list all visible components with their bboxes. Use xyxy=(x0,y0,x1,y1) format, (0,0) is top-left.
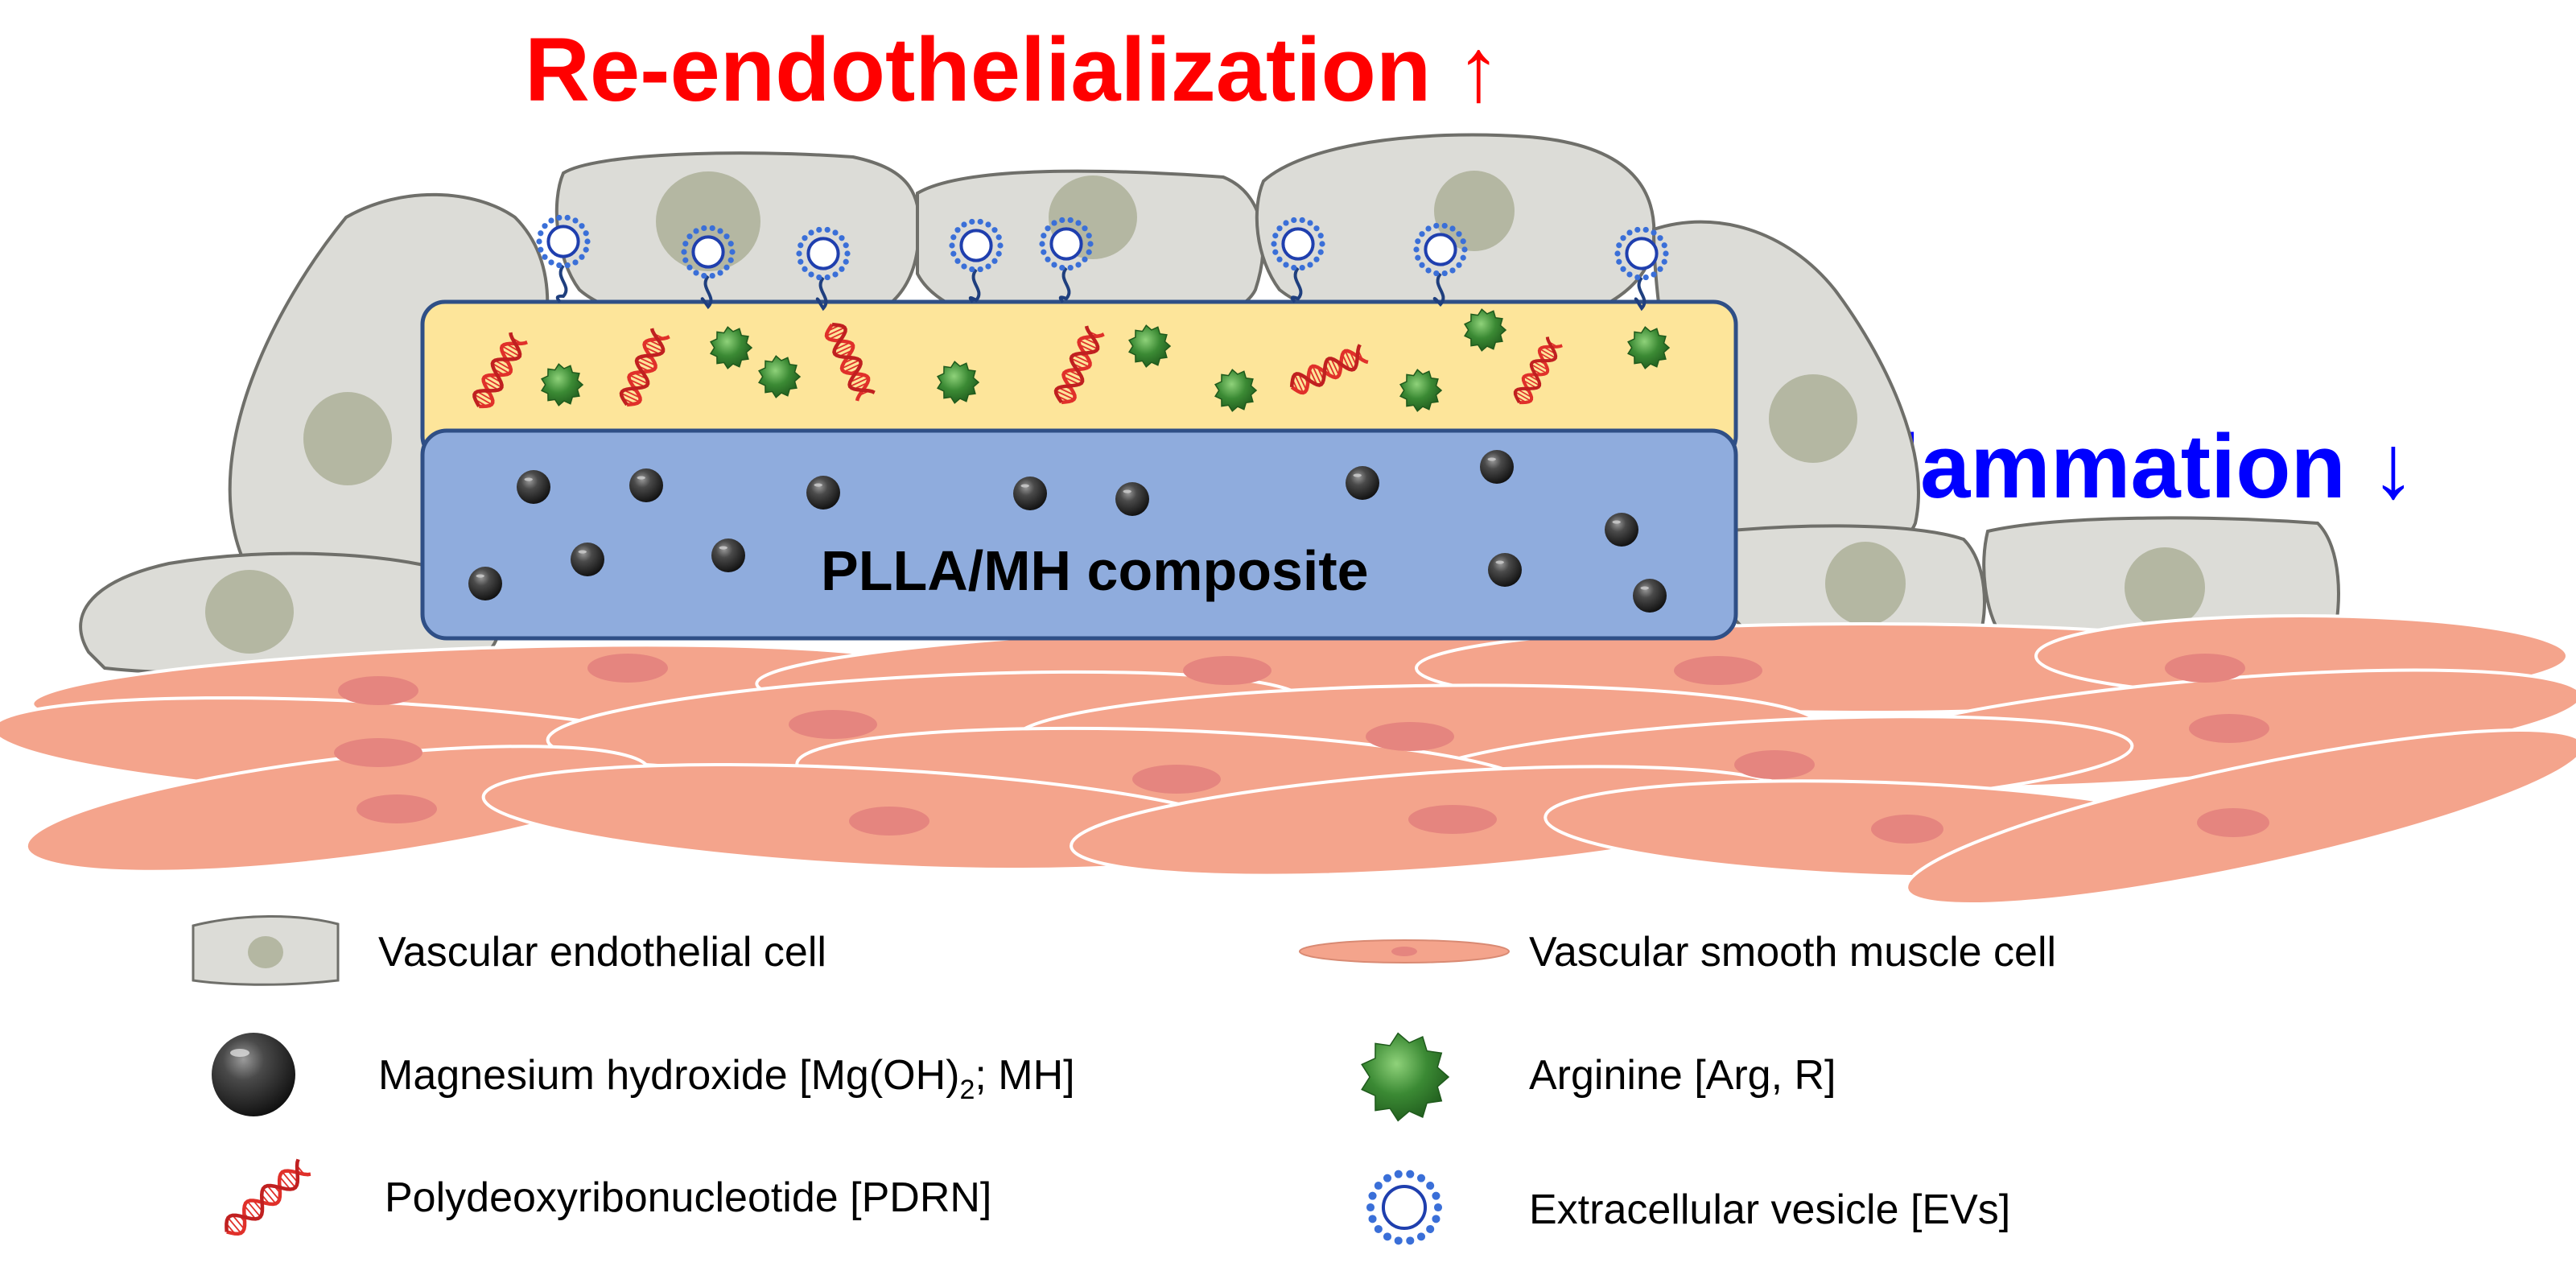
pdrn-helix xyxy=(472,332,528,409)
endothelial-nucleus xyxy=(1825,542,1906,625)
legend-smooth-muscle-label: Vascular smooth muscle cell xyxy=(1529,929,2056,976)
smooth-muscle-nuclei xyxy=(334,654,2269,844)
mh-particle xyxy=(711,538,745,572)
endothelial-nucleus xyxy=(303,392,392,485)
arginine-particle xyxy=(1361,1032,1450,1122)
mh-particle xyxy=(1346,466,1379,500)
pdrn-helix xyxy=(824,322,876,402)
legend-pdrn-label: Polydeoxyribonucleotide [PDRN] xyxy=(385,1174,991,1221)
arginine-particle xyxy=(1627,326,1671,369)
extracellular-vesicle xyxy=(1614,226,1669,312)
pdrn-helix xyxy=(619,328,670,407)
mh-particle xyxy=(1633,579,1667,613)
legend-smooth-muscle-icon xyxy=(1299,939,1510,963)
pdrn-helices xyxy=(472,322,1563,409)
smooth-muscle-nucleus xyxy=(587,654,668,683)
arginine-particle xyxy=(1128,324,1172,368)
legend-endothelial-icon xyxy=(192,915,340,986)
mh-particle xyxy=(1013,477,1047,510)
arginine-particle xyxy=(1214,369,1258,412)
endothelial-nucleus xyxy=(1769,374,1857,463)
mh-particle xyxy=(1480,450,1514,484)
endothelial-nucleus xyxy=(656,171,760,271)
endothelial-nucleus xyxy=(205,570,294,654)
re-endothelialization-headline: Re-endothelialization ↑ xyxy=(525,19,1501,120)
extracellular-vesicle xyxy=(949,218,1004,303)
extracellular-vesicle xyxy=(536,214,591,303)
arginine-particle xyxy=(937,361,980,404)
legend-endothelial-label: Vascular endothelial cell xyxy=(378,929,826,976)
smooth-muscle-nucleus xyxy=(1366,722,1454,751)
legend-mh-label: Magnesium hydroxide [Mg(OH)2; MH] xyxy=(378,1052,1075,1105)
mh-particle xyxy=(517,470,550,504)
pdrn-helix xyxy=(1053,325,1105,405)
smooth-muscle-nucleus xyxy=(2165,654,2245,683)
legend-mh-suffix: ; MH] xyxy=(975,1052,1074,1099)
extracellular-vesicle xyxy=(1413,222,1468,307)
plla-mh-composite-layer xyxy=(420,428,1738,641)
mh-particle xyxy=(1605,513,1638,547)
extracellular-vesicle xyxy=(681,225,736,310)
mh-particle xyxy=(468,567,502,600)
arginine-particle xyxy=(710,326,753,369)
legend-arginine-label: Arginine [Arg, R] xyxy=(1529,1052,1836,1099)
smooth-muscle-nucleus xyxy=(2197,808,2269,837)
smooth-muscle-nucleus xyxy=(1183,656,1272,685)
composite-label: PLLA/MH composite xyxy=(821,539,1369,602)
arginine-particles xyxy=(541,308,1671,412)
arginine-particle xyxy=(1464,308,1507,352)
smooth-muscle-nucleus xyxy=(357,794,437,823)
extracellular-vesicle xyxy=(1271,217,1325,303)
smooth-muscle-nucleus xyxy=(334,738,422,767)
pdrn-helix xyxy=(225,1158,311,1236)
endothelial-nucleus xyxy=(2125,547,2205,628)
legend-pdrn-icon xyxy=(225,1158,311,1236)
ev-group xyxy=(536,214,1669,312)
legend-arginine-icon xyxy=(1361,1032,1450,1122)
smooth-muscle-nucleus xyxy=(1408,805,1497,834)
legend-mh-icon xyxy=(212,1033,295,1116)
arginine-particle xyxy=(1399,369,1443,412)
arginine-particle xyxy=(541,363,584,406)
smooth-muscle-nucleus xyxy=(338,676,418,705)
arginine-particle xyxy=(758,355,802,398)
mh-particle xyxy=(1488,553,1522,587)
smooth-muscle-nucleus xyxy=(1734,750,1815,779)
mh-particle xyxy=(629,468,663,502)
legend-ev-label: Extracellular vesicle [EVs] xyxy=(1529,1186,2010,1233)
extracellular-vesicle xyxy=(1366,1170,1443,1245)
smooth-muscle-nucleus xyxy=(1871,815,1943,844)
pdrn-helix xyxy=(1513,336,1563,405)
smooth-muscle-nucleus xyxy=(789,710,877,739)
smooth-muscle-nucleus xyxy=(849,807,929,836)
mh-particle xyxy=(806,476,840,510)
mh-particles xyxy=(468,450,1667,613)
pdrn-helix xyxy=(1289,344,1369,395)
mh-particle xyxy=(1115,482,1149,516)
smooth-muscle-nucleus xyxy=(2189,714,2269,743)
legend-ev-icon xyxy=(1366,1170,1443,1245)
legend-mh-subscript: 2 xyxy=(959,1075,975,1105)
mh-particle xyxy=(571,543,604,576)
extracellular-vesicle xyxy=(1039,217,1094,303)
smooth-muscle-nucleus xyxy=(1674,656,1762,685)
legend: Vascular endothelial cell Vascular smoot… xyxy=(192,915,2056,1245)
smooth-muscle-nucleus xyxy=(1132,765,1221,794)
extracellular-vesicle xyxy=(796,226,851,312)
legend-mh-prefix: Magnesium hydroxide [Mg(OH) xyxy=(378,1052,959,1099)
